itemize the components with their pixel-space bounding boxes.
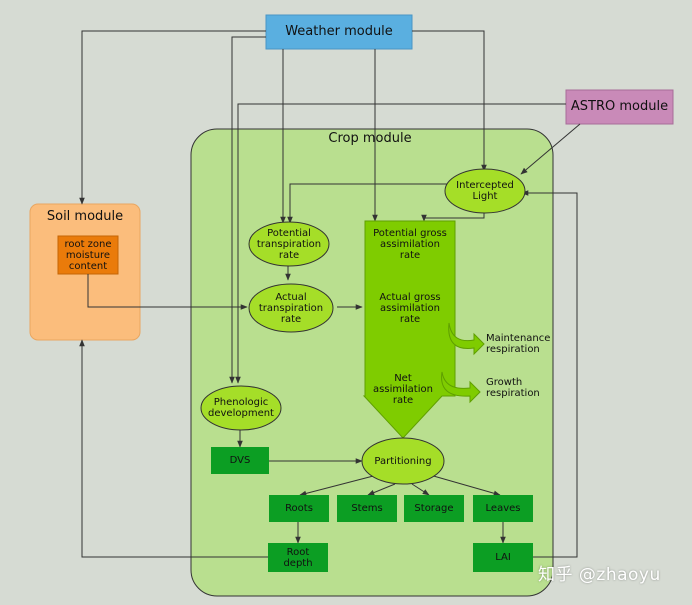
astro-module-box[interactable] [565, 89, 674, 125]
storage-box [404, 495, 464, 522]
connectors [79, 30, 581, 558]
maintenance-respiration-arrow [448, 322, 485, 356]
weather-module-box[interactable] [265, 14, 413, 50]
assimilation-arrow [362, 220, 456, 439]
potential-transpiration-ellipse [248, 221, 330, 267]
watermark-text: 知乎 @zhaoyu [538, 565, 661, 585]
lai-box [473, 543, 533, 572]
actual-transpiration-ellipse [248, 283, 334, 333]
roots-box [269, 495, 329, 522]
growth-respiration-arrow [441, 371, 481, 404]
root-depth-box [268, 543, 328, 572]
root-zone-box [57, 235, 119, 275]
partitioning-ellipse [361, 437, 445, 485]
phenologic-development-ellipse [200, 385, 282, 431]
intercepted-light-ellipse [444, 168, 526, 214]
stems-box [337, 495, 397, 522]
leaves-box [473, 495, 533, 522]
dvs-box [211, 447, 269, 474]
